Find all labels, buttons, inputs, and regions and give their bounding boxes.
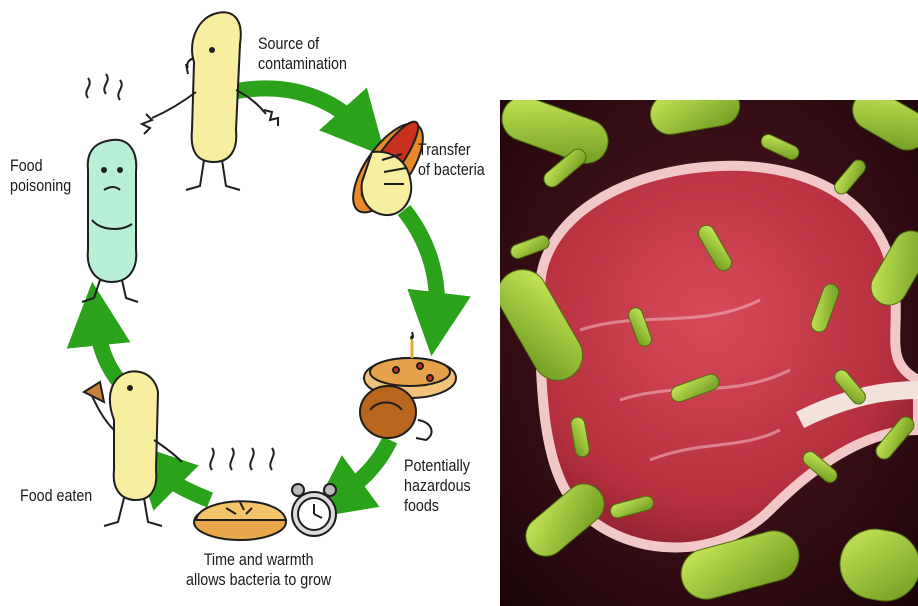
arrow-foods-to-time [340, 440, 390, 496]
arrow-time-to-eaten [158, 470, 210, 500]
label-source-of-contamination: Source of contamination [258, 34, 347, 74]
arrow-source-to-transfer [232, 88, 360, 128]
label-transfer-of-bacteria: Transfer of bacteria [418, 140, 485, 180]
label-food-eaten: Food eaten [20, 486, 92, 506]
label-food-poisoning: Food poisoning [10, 156, 71, 196]
meat-with-bacteria-photo [500, 100, 918, 606]
meat-bacteria-illustration [500, 100, 918, 606]
person-eating-figure [84, 371, 182, 526]
arrow-transfer-to-foods [404, 210, 437, 318]
warm-pie-and-clock [194, 448, 336, 540]
arrow-eaten-to-poisoning [96, 320, 118, 380]
food-contamination-cycle-diagram: Source of contamination Transfer of bact… [0, 0, 500, 606]
label-potentially-hazardous-foods: Potentially hazardous foods [404, 456, 471, 516]
hazardous-foods-pile [360, 332, 456, 440]
label-time-and-warmth: Time and warmth allows bacteria to grow [186, 550, 331, 590]
sick-person-figure [82, 74, 138, 302]
